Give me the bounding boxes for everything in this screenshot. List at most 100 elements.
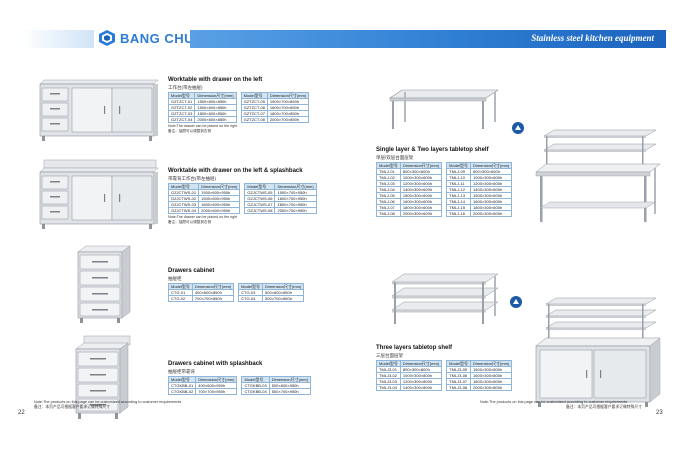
col-model: Model型号 bbox=[376, 360, 401, 367]
cell: CTG-02 bbox=[168, 295, 193, 302]
col-dimension: Dimension尺寸(mm) bbox=[262, 283, 305, 290]
cell: TMLJ3-03 bbox=[376, 378, 401, 385]
cell: TMLJ3-06 bbox=[446, 372, 472, 379]
cell: GZJCTWS-06 bbox=[244, 195, 276, 202]
product-title: Worktable with drawer on the left bbox=[168, 77, 263, 83]
cell: CTG-04 bbox=[238, 295, 264, 302]
cell: TMLJ-16 bbox=[446, 210, 472, 217]
col-dimension: Dimension尺寸(mm) bbox=[399, 360, 443, 367]
table-header-row: Model型号 Dimension尺寸(mm) Model型号 Dimensio… bbox=[167, 376, 311, 383]
col-dimension: Dimension尺寸(mm) bbox=[274, 183, 317, 190]
cell: GZJCTWS-01 bbox=[167, 189, 200, 196]
arrow-up-icon bbox=[510, 296, 522, 308]
footer-note-cn: 备注：本页产品可根据客户要求订做特殊尺寸 bbox=[566, 405, 642, 409]
cell: 700×700×950h bbox=[195, 388, 238, 395]
logo-area bbox=[94, 27, 190, 49]
table-header-row: Model型号 Dimension尺寸(mm) Model型号 Dimensio… bbox=[168, 283, 305, 290]
cell: GZJCTWS-02 bbox=[167, 195, 200, 202]
worktable-splash-image bbox=[39, 159, 159, 229]
cell: 2000×300×600h bbox=[399, 210, 443, 217]
spec-table: Model型号 Dimension尺寸(mm) Model型号 Dimensio… bbox=[167, 183, 317, 214]
page-number-right: 23 bbox=[656, 410, 663, 416]
spec-table: Model型号 Dimension尺寸(mm) Model型号 Dimensio… bbox=[167, 376, 311, 395]
table-header-row: Model型号 Dimension尺寸(mm) Model型号 Dimensio… bbox=[376, 162, 513, 169]
footer-note: Note:The products on this page can be cu… bbox=[480, 400, 628, 404]
cell: TMLJ3-02 bbox=[376, 372, 401, 379]
cell: 2000×600×850h bbox=[194, 116, 237, 123]
col-dimension: Dimension尺寸(mm) bbox=[198, 183, 241, 190]
cell: GZTZCT-04 bbox=[167, 116, 196, 123]
header-band bbox=[190, 30, 666, 48]
col-dimension: Dimension尺寸(mm) bbox=[399, 162, 443, 169]
cell: TMLJ3-07 bbox=[446, 378, 472, 385]
cell: TMLJ3-08 bbox=[446, 384, 472, 391]
footer-note: Note:The products on this page can be cu… bbox=[34, 400, 182, 404]
cell: 1400×300×800h bbox=[399, 384, 443, 391]
cell: GZTZCT-03 bbox=[167, 110, 196, 117]
cell: GZTZCT-02 bbox=[167, 104, 196, 111]
cell: CTGKBB-02 bbox=[167, 388, 197, 395]
col-model: Model型号 bbox=[446, 162, 472, 169]
cell: GZJCTWS-07 bbox=[244, 201, 276, 208]
two-shelf-table-image bbox=[535, 129, 661, 222]
product-note: Note:The drawer can be placed on the rig… bbox=[168, 124, 238, 128]
product-title: Worktable with drawer on the left & spla… bbox=[168, 168, 303, 174]
col-model: Model型号 bbox=[446, 360, 472, 367]
col-model: Model型号 bbox=[376, 162, 401, 169]
product-title-cn: 三层台面层架 bbox=[376, 353, 403, 358]
cell: 2000×700×850h bbox=[266, 116, 310, 123]
header-band-left bbox=[22, 30, 94, 48]
cell: GZJCTWS-05 bbox=[244, 189, 276, 196]
spec-table: Model型号 Dimension尺寸(mm) Model型号 Dimensio… bbox=[167, 92, 310, 123]
three-shelf-cabinet-image bbox=[535, 297, 661, 407]
product-note-cn: 备注：抽屉可以调整到右侧 bbox=[168, 129, 212, 133]
cell: 500×700×850h bbox=[262, 295, 305, 302]
col-model: Model型号 bbox=[238, 283, 264, 290]
cell: GZTZCT-05 bbox=[240, 98, 268, 105]
cell: 2000×700×950h bbox=[274, 207, 317, 214]
product-title: Single layer & Two layers tabletop shelf bbox=[376, 147, 489, 153]
cell: GZJCTWS-04 bbox=[167, 207, 200, 214]
worktable-drawer-image bbox=[39, 79, 159, 141]
product-note: Note:The drawer can be placed on the rig… bbox=[168, 215, 238, 219]
cell: CTGKBB-03 bbox=[241, 382, 270, 389]
cell: TMLJ-08 bbox=[376, 210, 401, 217]
cell: 2000×300×800h bbox=[470, 384, 513, 391]
col-dimension: Dimension尺寸(mm) bbox=[191, 283, 235, 290]
cell: GZJCTWS-08 bbox=[244, 207, 276, 214]
product-title: Drawers cabinet with splashback bbox=[168, 361, 263, 367]
spec-table: Model型号 Dimension尺寸(mm) Model型号 Dimensio… bbox=[168, 283, 305, 302]
product-title: Three layers tabletop shelf bbox=[376, 345, 453, 351]
brand-name: BANG CHU bbox=[120, 31, 195, 46]
footer-note-cn: 备注：本页产品可根据客户要求订做特殊尺寸 bbox=[34, 405, 110, 409]
col-model: Model型号 bbox=[168, 283, 193, 290]
three-shelf-image bbox=[391, 273, 499, 324]
cell: GZTZCT-08 bbox=[240, 116, 268, 123]
single-shelf-image bbox=[389, 89, 499, 129]
cell: TMLJ3-01 bbox=[376, 366, 401, 373]
cell: TMLJ3-04 bbox=[376, 384, 401, 391]
cell: GZJCTWS-03 bbox=[167, 201, 200, 208]
col-dimension: Dimension尺寸(mm) bbox=[194, 92, 237, 99]
product-title: Drawers cabinet bbox=[168, 268, 215, 274]
cell: CTGKBB-04 bbox=[241, 388, 270, 395]
product-title-cn: 抽屉柜带靠背 bbox=[168, 369, 195, 374]
arrow-up-icon bbox=[512, 122, 524, 134]
cell: GZTZCT-07 bbox=[240, 110, 268, 117]
spec-table: Model型号 Dimension尺寸(mm) Model型号 Dimensio… bbox=[376, 360, 513, 391]
cell: GZTZCT-06 bbox=[240, 104, 268, 111]
cell: 500×700×950h bbox=[268, 388, 311, 395]
drawers-splash-image bbox=[75, 335, 131, 419]
bang-chu-logo-icon bbox=[99, 30, 115, 46]
product-title-cn: 带靠背工作台(带左抽屉) bbox=[168, 176, 216, 181]
cell: GZTZCT-01 bbox=[167, 98, 196, 105]
product-note-cn: 备注：抽屉可以调整到右侧 bbox=[168, 220, 212, 224]
spec-table: Model型号 Dimension尺寸(mm) Model型号 Dimensio… bbox=[376, 162, 513, 217]
